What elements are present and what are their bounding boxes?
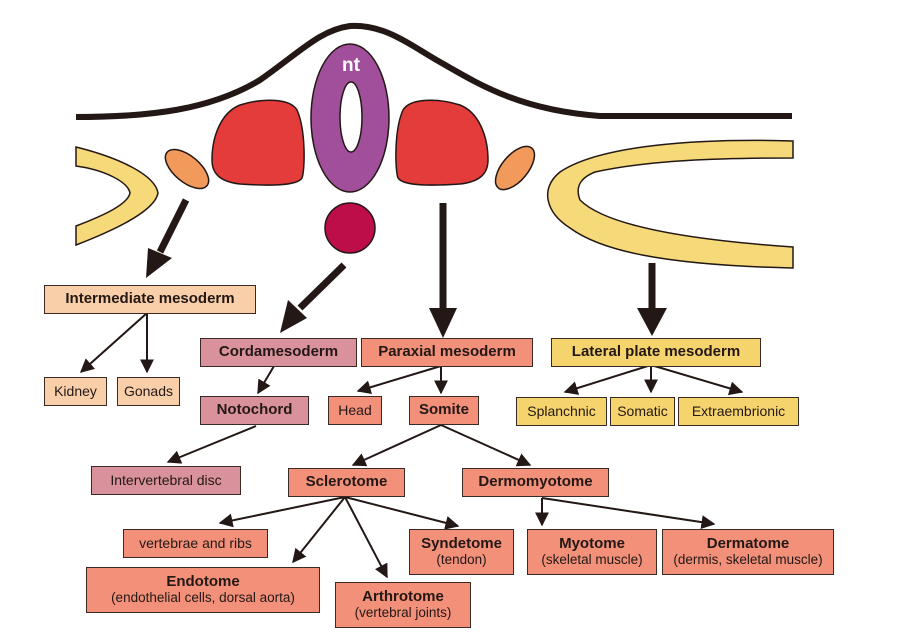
node-notochord: Notochord	[200, 396, 309, 425]
node-subtitle: (vertebral joints)	[354, 604, 452, 620]
node-gonads: Gonads	[117, 377, 180, 406]
node-cordamesoderm: Cordamesoderm	[200, 338, 357, 367]
big-arrow-cordamesoderm	[280, 262, 347, 333]
node-title: Sclerotome	[305, 473, 388, 491]
node-title: Myotome	[559, 535, 625, 553]
neural-tube-label: nt	[342, 55, 360, 76]
node-subtitle: (endothelial cells, dorsal aorta)	[111, 589, 295, 605]
notochord-circle	[324, 202, 376, 254]
edge-sclerotome-arthrotome	[344, 496, 388, 579]
node-vertebrae-and-ribs: vertebrae and ribs	[123, 529, 268, 558]
edge-somite-sclerotome	[351, 424, 442, 467]
node-title: Lateral plate mesoderm	[571, 343, 741, 361]
ectoderm-line	[75, 22, 792, 120]
node-title: Somite	[418, 401, 469, 419]
node-title: Intermediate mesoderm	[65, 290, 235, 308]
node-title: Syndetome	[421, 535, 502, 553]
edge-intermediate-kidney	[79, 312, 148, 373]
node-dermomyotome: Dermomyotome	[462, 468, 609, 497]
node-title: Notochord	[216, 401, 293, 419]
node-lateral-plate-mesoderm: Lateral plate mesoderm	[551, 338, 761, 367]
node-intermediate-mesoderm: Intermediate mesoderm	[44, 285, 256, 314]
edge-paraxial-head	[356, 365, 442, 395]
node-syndetome: Syndetome (tendon)	[409, 529, 514, 575]
node-label: Somatic	[617, 402, 668, 419]
node-somatic: Somatic	[610, 397, 675, 426]
node-subtitle: (dermis, skeletal muscle)	[673, 551, 823, 567]
edge-sclerotome-syndetome	[344, 496, 460, 530]
node-myotome: Myotome (skeletal muscle)	[527, 529, 657, 575]
node-sclerotome: Sclerotome	[288, 468, 405, 497]
node-title: Arthrotome	[362, 588, 444, 606]
edge-lateral-splanchnic	[563, 364, 652, 395]
intermediate-mesoderm-left	[164, 148, 210, 190]
edge-lateral-extraembrionic	[650, 364, 744, 396]
node-paraxial-mesoderm: Paraxial mesoderm	[361, 338, 533, 367]
node-title: Dermatome	[706, 535, 790, 553]
node-dermatome: Dermatome (dermis, skeletal muscle)	[662, 529, 834, 575]
node-label: Head	[338, 401, 372, 418]
neural-tube-lumen	[339, 81, 363, 153]
node-label: Kidney	[54, 382, 97, 399]
edge-cordamesoderm-notochord	[257, 365, 275, 395]
node-label: Extraembrionic	[691, 402, 786, 419]
big-arrow-intermediate	[146, 198, 190, 278]
edge-somite-dermomyotome	[440, 424, 532, 467]
node-title: Paraxial mesoderm	[378, 343, 516, 361]
big-arrow-paraxial	[429, 203, 457, 338]
somite-left	[211, 99, 305, 186]
node-arthrotome: Arthrotome (vertebral joints)	[335, 582, 471, 628]
node-kidney: Kidney	[44, 377, 107, 406]
node-somite: Somite	[409, 396, 479, 425]
node-head: Head	[328, 396, 382, 425]
tree-arrows	[79, 312, 744, 579]
node-intervertebral-disc: Intervertebral disc	[91, 466, 241, 495]
edge-notochord-intervertebral	[166, 425, 257, 464]
node-title: Cordamesoderm	[218, 343, 339, 361]
node-subtitle: (tendon)	[436, 551, 487, 567]
node-splanchnic: Splanchnic	[516, 397, 607, 426]
node-extraembrionic: Extraembrionic	[678, 397, 799, 426]
somite-right	[395, 99, 489, 186]
intermediate-mesoderm-right	[494, 145, 536, 191]
node-subtitle: (skeletal muscle)	[541, 551, 643, 567]
node-label: Intervertebral disc	[110, 471, 222, 488]
edge-dermomyotome-dermatome	[541, 497, 716, 530]
node-title: Dermomyotome	[478, 473, 593, 491]
edge-sclerotome-endotome	[292, 496, 346, 564]
node-title: Endotome	[166, 573, 240, 591]
node-label: vertebrae and ribs	[139, 534, 252, 551]
edge-sclerotome-vertebrae	[218, 496, 346, 528]
node-endotome: Endotome (endothelial cells, dorsal aort…	[86, 567, 320, 613]
big-arrow-lateral	[637, 263, 667, 336]
lateral-plate-left	[75, 146, 159, 247]
lateral-plate-right	[546, 139, 794, 269]
node-label: Splanchnic	[527, 402, 596, 419]
node-label: Gonads	[123, 382, 174, 399]
